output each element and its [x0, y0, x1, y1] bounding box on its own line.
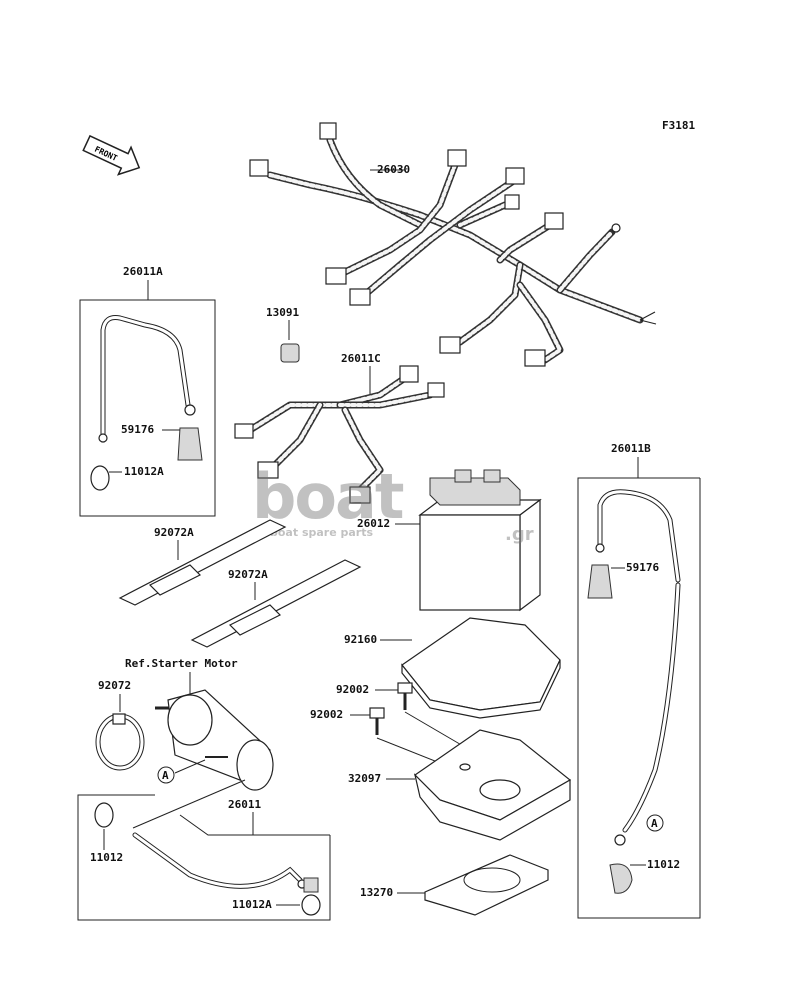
battery-26012	[418, 469, 542, 612]
starter-motor	[155, 689, 274, 791]
cap-11012-right	[609, 863, 633, 894]
boot-59176-right	[587, 564, 613, 599]
label-11012-right: 11012	[647, 858, 680, 871]
watermark-brand: boat	[252, 460, 404, 533]
callout-a-left-label: A	[162, 769, 169, 782]
watermark-logo: boat boat spare parts .gr	[252, 460, 534, 545]
connector	[447, 149, 467, 167]
boot-59176	[177, 427, 203, 461]
label-92002-1: 92002	[336, 683, 369, 696]
main-harness-26030	[249, 122, 657, 367]
connector	[439, 336, 461, 354]
cap-11012-left	[94, 802, 114, 828]
label-26011: 26011	[228, 798, 261, 811]
connector	[349, 288, 371, 306]
label-59176-left: 59176	[121, 423, 154, 436]
tray-32097	[413, 729, 572, 841]
connector	[249, 159, 269, 177]
callout-a-right-label: A	[651, 817, 658, 830]
label-26011B: 26011B	[611, 442, 651, 455]
strap-92072A-2	[190, 559, 362, 648]
callout-a-right	[646, 814, 664, 832]
connector	[319, 122, 337, 140]
label-59176-right: 59176	[626, 561, 659, 574]
label-92160: 92160	[344, 633, 377, 646]
figure-code: F3181	[662, 119, 695, 132]
label-13270: 13270	[360, 886, 393, 899]
label-11012A-bottom: 11012A	[232, 898, 272, 911]
kit-box-26011A	[79, 299, 216, 517]
label-92072A-2: 92072A	[228, 568, 268, 581]
bolt-92002-2	[369, 707, 385, 735]
pad-92160	[401, 617, 561, 719]
connector	[505, 167, 525, 185]
cable-26011A	[90, 315, 203, 491]
strap-92072A-1	[118, 519, 287, 606]
cable-26011B	[587, 489, 681, 894]
label-26011A: 26011A	[123, 265, 163, 278]
band-92072	[95, 713, 145, 771]
connector	[504, 194, 520, 210]
front-arrow-icon: FRONT	[82, 134, 141, 176]
label-11012-left: 11012	[90, 851, 123, 864]
label-26030: 26030	[377, 163, 410, 176]
connector	[544, 212, 564, 230]
sub-harness-26011C	[234, 365, 445, 504]
cap-11012A-bottom	[301, 894, 321, 916]
label-32097: 32097	[348, 772, 381, 785]
part-13091	[280, 343, 300, 363]
label-13091: 13091	[266, 306, 299, 319]
label-92002-2: 92002	[310, 708, 343, 721]
cable-26011	[94, 802, 321, 916]
cap-11012A	[90, 465, 110, 491]
plate-13270	[424, 854, 549, 916]
bolt-92002-1	[397, 682, 413, 710]
label-26012: 26012	[357, 517, 390, 530]
label-11012A-left: 11012A	[124, 465, 164, 478]
watermark-subtitle: boat spare parts	[270, 526, 373, 539]
connector	[325, 267, 347, 285]
watermark-tld: .gr	[505, 524, 534, 545]
connector	[524, 349, 546, 367]
label-92072A-1: 92072A	[154, 526, 194, 539]
label-26011C: 26011C	[341, 352, 381, 365]
callout-a-left	[157, 766, 175, 784]
label-92072: 92072	[98, 679, 131, 692]
ring-terminal	[611, 223, 621, 233]
ref-starter-motor-label: Ref.Starter Motor	[125, 657, 238, 670]
